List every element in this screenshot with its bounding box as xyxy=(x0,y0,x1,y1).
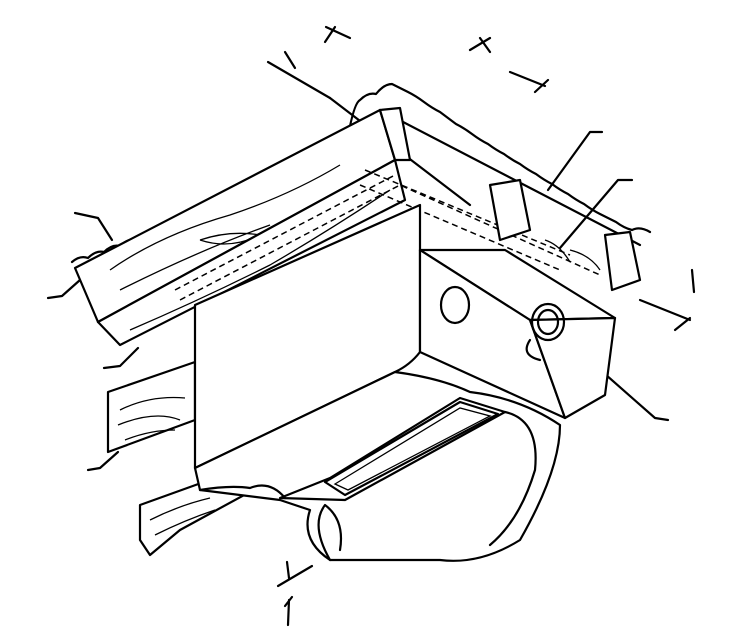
hidden-lines xyxy=(174,169,601,301)
right-joists xyxy=(488,178,642,292)
fixture-housing xyxy=(193,203,617,470)
dimension-marks xyxy=(266,25,696,627)
upper-joist xyxy=(73,106,412,347)
fixture-trough xyxy=(193,370,562,562)
